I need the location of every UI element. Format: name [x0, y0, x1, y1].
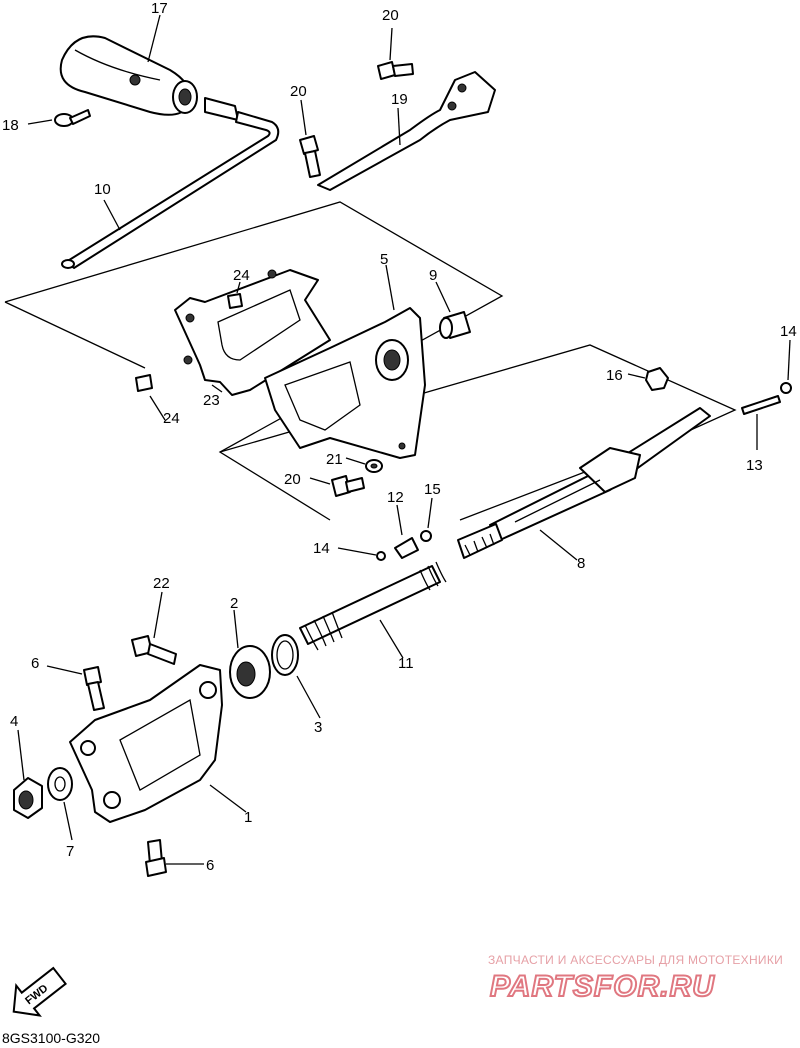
callout-12: 12 — [387, 489, 404, 506]
washer-part-21 — [365, 459, 383, 473]
callout-20-lower: 20 — [284, 471, 301, 488]
washer-part-7 — [47, 767, 73, 801]
drawing-code: 8GS3100-G320 — [2, 1030, 100, 1046]
callout-17: 17 — [151, 0, 168, 17]
callout-labels: 17 18 10 20 20 19 24 24 23 5 9 14 16 13 … — [2, 0, 797, 874]
callout-1: 1 — [244, 809, 252, 826]
callout-9: 9 — [429, 267, 437, 284]
collar-part-9 — [439, 311, 471, 339]
bolt-part-20-middle — [299, 135, 321, 178]
callout-14-lower: 14 — [313, 540, 330, 557]
bolt-part-6-upper — [83, 666, 105, 711]
nut-part-16 — [645, 367, 669, 391]
callout-15: 15 — [424, 481, 441, 498]
callout-3: 3 — [314, 719, 322, 736]
bolt-part-6-lower — [145, 839, 167, 877]
callout-21: 21 — [326, 451, 343, 468]
callout-8: 8 — [577, 555, 585, 572]
fwd-arrow-icon: FWD — [12, 966, 67, 1017]
leader-lines — [17, 14, 791, 865]
main-plate-part-5 — [264, 307, 426, 459]
callout-23: 23 — [203, 392, 220, 409]
bearing-part-2 — [229, 645, 271, 699]
clip-part-14-lower — [376, 551, 386, 561]
pin-part-13 — [741, 395, 781, 415]
watermark-tagline: ЗАПЧАСТИ И АКСЕССУАРЫ ДЛЯ МОТОТЕХНИКИ — [488, 953, 783, 967]
clip-part-14-top — [780, 382, 792, 394]
callout-22: 22 — [153, 575, 170, 592]
callout-2: 2 — [230, 595, 238, 612]
bracket-part-19 — [317, 71, 496, 191]
bolt-part-24-upper — [227, 293, 243, 309]
callout-24-upper: 24 — [233, 267, 250, 284]
callout-6-lower: 6 — [206, 857, 214, 874]
bolt-part-20-lower — [331, 475, 365, 497]
callout-7: 7 — [66, 843, 74, 860]
callout-19: 19 — [391, 91, 408, 108]
callout-11: 11 — [398, 655, 414, 672]
circlip-part-3 — [271, 634, 299, 676]
callout-18: 18 — [2, 117, 19, 134]
spring-rod-part-11 — [299, 561, 447, 651]
pin-part-12 — [394, 537, 419, 559]
callout-10: 10 — [94, 181, 111, 198]
callout-13: 13 — [746, 457, 763, 474]
bolt-part-22 — [131, 635, 177, 665]
callout-20-top: 20 — [382, 7, 399, 24]
grip-part-17 — [59, 35, 198, 116]
housing-part-1 — [69, 664, 223, 823]
callout-6-upper: 6 — [31, 655, 39, 672]
washer-part-15 — [420, 530, 432, 542]
side-plate-part-23 — [174, 269, 331, 396]
bolt-part-24-lower — [135, 374, 153, 392]
screw-part-18 — [54, 109, 91, 127]
bolt-part-20-top — [377, 61, 414, 80]
callout-16: 16 — [606, 367, 623, 384]
callout-4: 4 — [10, 713, 18, 730]
callout-5: 5 — [380, 251, 388, 268]
nut-part-4 — [13, 777, 43, 819]
callout-24-lower: 24 — [163, 410, 180, 427]
callout-20-middle: 20 — [290, 83, 307, 100]
callout-14-top: 14 — [780, 323, 797, 340]
watermark-brand: PARTSFOR.RU — [490, 970, 715, 1003]
shaft-part-8 — [457, 407, 711, 559]
